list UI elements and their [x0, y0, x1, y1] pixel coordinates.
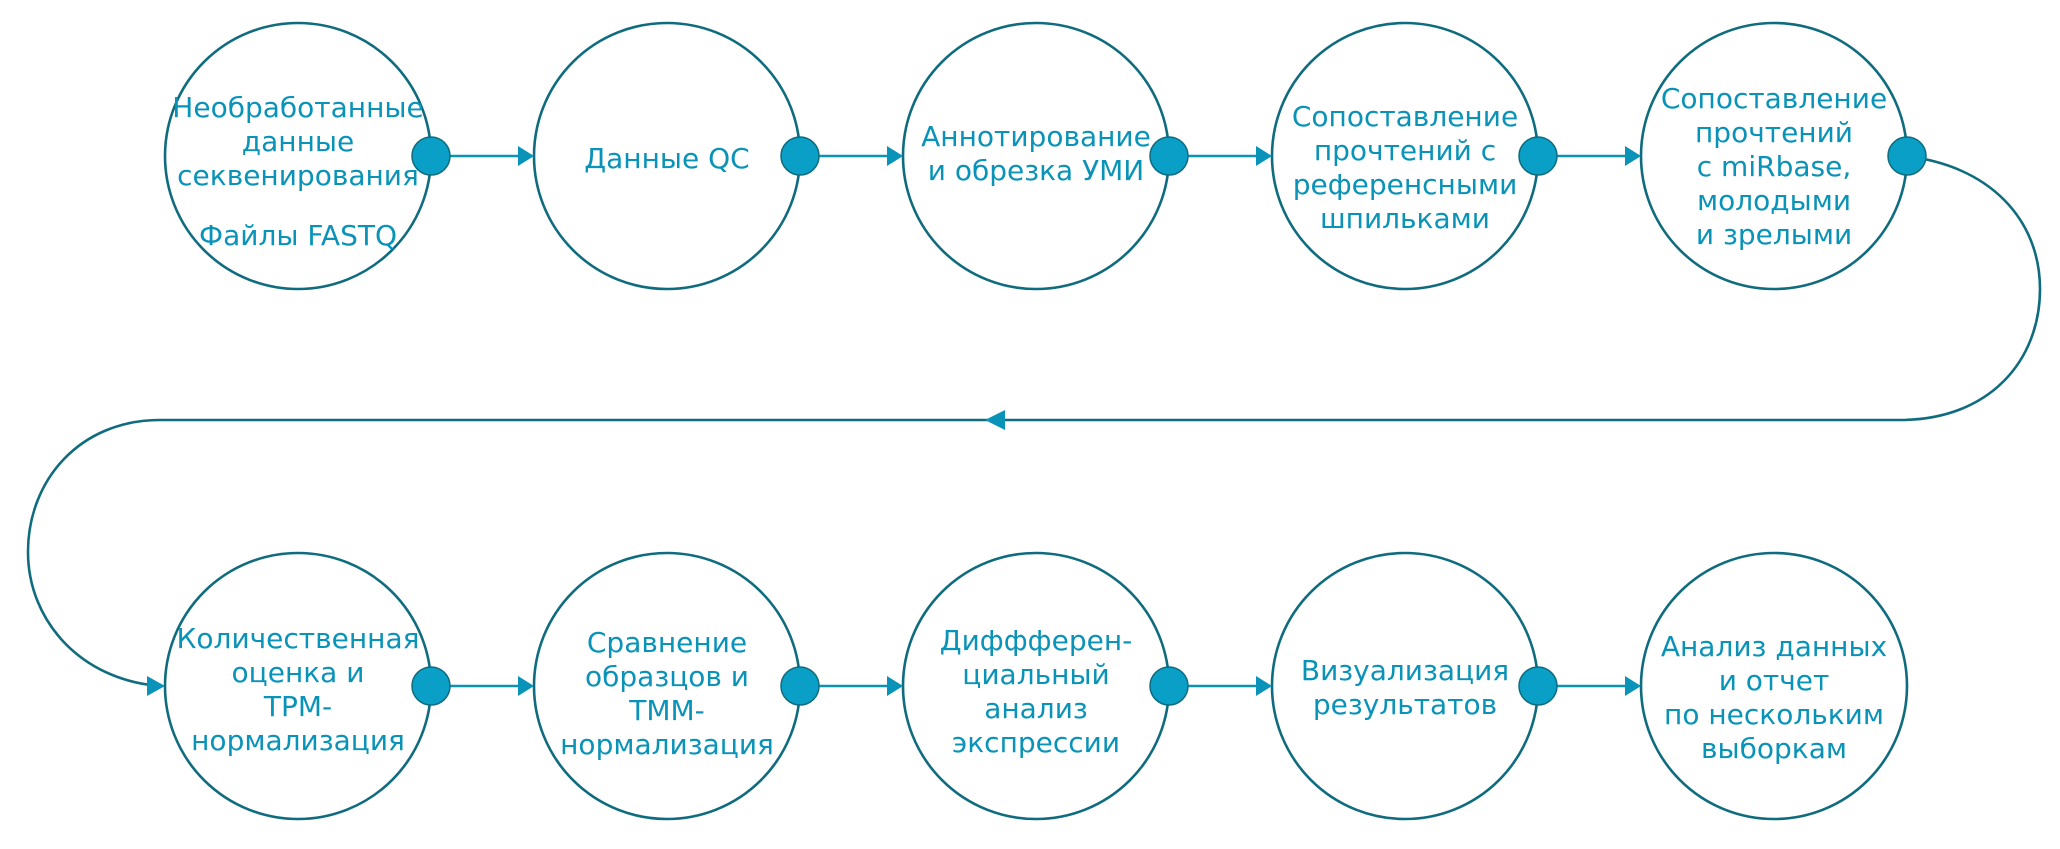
output-dot-8: [1149, 666, 1189, 706]
step-1-label-line-2: данные: [242, 125, 354, 158]
connector-3-4: [1184, 146, 1272, 166]
step-6-label-line-3: TPM-: [263, 690, 332, 723]
step-4-label-line-2: прочтений с: [1314, 134, 1496, 167]
step-node-2: Данные QC: [532, 21, 802, 291]
output-dot-7: [780, 666, 820, 706]
step-node-9: Визуализация результатов: [1270, 551, 1540, 821]
step-5-label-line-3: с miRbase,: [1697, 150, 1851, 183]
step-1-label-extra: Файлы FASTQ: [199, 219, 397, 252]
step-5-label-line-1: Сопоставление: [1661, 82, 1887, 115]
step-8-label-line-1: Диффферен-: [940, 624, 1133, 657]
step-4-label-line-4: шпильками: [1320, 202, 1490, 235]
step-node-7: Сравнение образцов и TMM- нормализация: [532, 551, 802, 821]
step-4-label-line-1: Сопоставление: [1292, 100, 1518, 133]
connector-6-7: [446, 676, 534, 696]
step-8-label-line-4: экспрессии: [952, 726, 1120, 759]
step-10-label-line-2: и отчет: [1719, 664, 1830, 697]
step-5-label-line-4: молодыми: [1697, 184, 1851, 217]
step-5-label-line-5: и зрелыми: [1696, 218, 1852, 251]
step-4-label-line-3: референсными: [1293, 168, 1518, 201]
step-1-label-line-3: секвенирования: [177, 159, 419, 192]
connector-4-5: [1553, 146, 1641, 166]
step-3-label-line-1: Аннотирование: [921, 120, 1151, 153]
step-node-3: Аннотирование и обрезка УМИ: [901, 21, 1171, 291]
step-node-1: Необработанные данные секвенирования Фай…: [163, 21, 433, 291]
return-arrowhead-left: [985, 410, 1005, 430]
output-dot-3: [1149, 136, 1189, 176]
step-10-label-line-3: по нескольким: [1664, 698, 1884, 731]
step-10-label-line-4: выборкам: [1701, 732, 1847, 765]
step-3-label-line-2: и обрезка УМИ: [928, 154, 1145, 187]
step-6-label-line-1: Количественная: [177, 622, 420, 655]
step-2-label-line-1: Данные QC: [584, 142, 749, 175]
step-8-label-line-2: циальный: [962, 658, 1109, 691]
step-node-4: Сопоставление прочтений с референсными ш…: [1270, 21, 1540, 291]
step-7-label-line-2: образцов и: [585, 660, 749, 693]
step-6-label-line-4: нормализация: [191, 724, 405, 757]
output-dot-2: [780, 136, 820, 176]
step-node-10: Анализ данных и отчет по нескольким выбо…: [1639, 551, 1909, 821]
connector-9-10: [1553, 676, 1641, 696]
step-5-label-line-2: прочтений: [1695, 116, 1853, 149]
connector-1-2: [446, 146, 534, 166]
step-7-label-line-1: Сравнение: [587, 626, 747, 659]
connector-2-3: [815, 146, 903, 166]
step-6-label-line-2: оценка и: [232, 656, 365, 689]
return-arrowhead-end: [147, 676, 165, 696]
return-connector: [26, 154, 2042, 688]
output-dot-5: [1887, 136, 1927, 176]
step-10-label-line-1: Анализ данных: [1661, 630, 1887, 663]
step-node-6: Количественная оценка и TPM- нормализаци…: [163, 551, 433, 821]
step-7-label-line-4: нормализация: [560, 728, 774, 761]
step-8-label-line-3: анализ: [984, 692, 1088, 725]
output-dot-6: [411, 666, 451, 706]
step-node-5: Сопоставление прочтений с miRbase, молод…: [1639, 21, 1909, 291]
step-7-label-line-3: TMM-: [628, 694, 705, 727]
output-dot-4: [1518, 136, 1558, 176]
output-dot-9: [1518, 666, 1558, 706]
step-9-label-line-1: Визуализация: [1301, 654, 1509, 687]
output-dot-1: [411, 136, 451, 176]
step-1-label-line-1: Необработанные: [172, 91, 423, 124]
connector-7-8: [815, 676, 903, 696]
step-9-label-line-2: результатов: [1313, 688, 1497, 721]
connector-8-9: [1184, 676, 1272, 696]
step-node-8: Диффферен- циальный анализ экспрессии: [901, 551, 1171, 821]
